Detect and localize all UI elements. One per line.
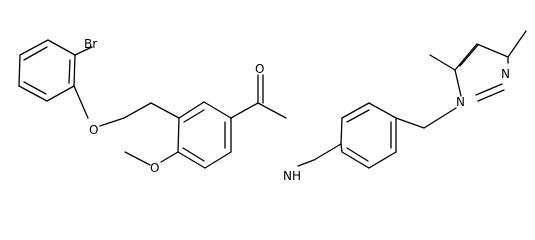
bond bbox=[74, 46, 93, 56]
bond bbox=[454, 43, 478, 71]
bond bbox=[341, 151, 370, 169]
bonds bbox=[18, 30, 527, 169]
bond bbox=[257, 102, 287, 119]
bond bbox=[124, 151, 151, 166]
bond bbox=[230, 102, 259, 119]
bond bbox=[204, 151, 232, 169]
bond bbox=[313, 143, 342, 161]
bond bbox=[477, 89, 505, 102]
bond bbox=[454, 69, 462, 97]
bond bbox=[46, 85, 75, 102]
bond bbox=[346, 109, 370, 123]
bond bbox=[423, 107, 457, 129]
bond bbox=[23, 81, 47, 95]
bromine-label: Br bbox=[84, 37, 97, 51]
bond bbox=[150, 102, 180, 119]
bond bbox=[177, 117, 180, 153]
bond bbox=[178, 101, 205, 119]
bond bbox=[73, 54, 76, 87]
bond bbox=[160, 151, 179, 163]
bond bbox=[476, 43, 509, 58]
bond bbox=[341, 102, 370, 119]
bond bbox=[368, 151, 397, 169]
bond bbox=[73, 85, 89, 119]
bond bbox=[203, 101, 232, 119]
bond bbox=[507, 30, 527, 58]
bond bbox=[340, 117, 343, 145]
bond bbox=[429, 54, 456, 71]
amide-nh-label: NH bbox=[283, 169, 301, 183]
bond bbox=[18, 85, 48, 102]
bond bbox=[395, 117, 425, 129]
bond bbox=[123, 102, 152, 119]
bond bbox=[19, 39, 49, 56]
bond bbox=[475, 83, 503, 96]
pyrazole-n2-label: N bbox=[501, 67, 510, 81]
bond bbox=[368, 102, 397, 119]
bond bbox=[182, 147, 205, 162]
molecule-diagram: Br O O O NH N N bbox=[18, 30, 527, 183]
bond bbox=[47, 39, 76, 56]
bond bbox=[99, 117, 125, 127]
methoxy-oxygen-label: O bbox=[150, 161, 159, 175]
pyrazole-n1-label: N bbox=[456, 95, 465, 109]
bond bbox=[297, 159, 315, 167]
bond bbox=[183, 109, 205, 123]
bond bbox=[18, 54, 21, 87]
ether-oxygen-label: O bbox=[89, 123, 98, 137]
bond bbox=[346, 147, 369, 162]
atom-labels: Br O O O NH N N bbox=[84, 37, 510, 183]
bond bbox=[177, 151, 206, 169]
bond bbox=[23, 46, 48, 61]
bond bbox=[340, 143, 343, 153]
bond bbox=[459, 44, 479, 67]
carbonyl-oxygen-label: O bbox=[255, 62, 264, 76]
bond bbox=[68, 59, 71, 84]
